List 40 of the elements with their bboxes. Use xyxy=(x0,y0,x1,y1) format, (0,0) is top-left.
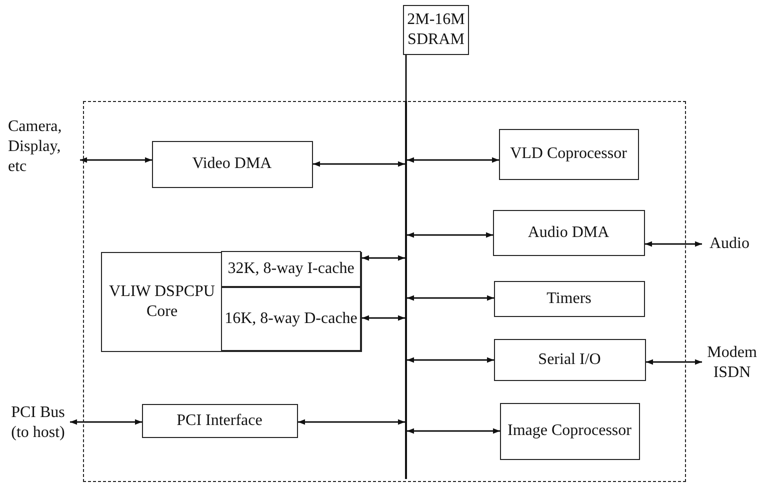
bus-arrow xyxy=(298,419,405,425)
io-label-text: Modem ISDN xyxy=(706,343,758,383)
block-box xyxy=(494,280,644,316)
block-label: Serial I/O xyxy=(538,350,601,370)
block-box xyxy=(152,140,312,188)
io-label-text: Camera, Display, etc xyxy=(8,117,63,177)
bus-arrow xyxy=(407,357,494,363)
block-box xyxy=(221,251,361,287)
block-label: VLD Coprocessor xyxy=(510,144,627,164)
block-label: Audio DMA xyxy=(528,222,610,242)
bus-arrow xyxy=(407,157,499,163)
block-box xyxy=(500,402,640,460)
bus-line xyxy=(404,100,406,478)
block-box xyxy=(100,252,362,352)
block-box xyxy=(494,338,646,380)
bus-arrow xyxy=(646,359,702,365)
block-label: PCI Interface xyxy=(176,410,262,430)
bus-arrow xyxy=(407,428,500,434)
bus-arrow xyxy=(407,232,493,238)
block-label: 32K, 8-way I-cache xyxy=(228,259,354,279)
block-box xyxy=(492,210,644,256)
chip-boundary xyxy=(83,101,686,482)
block-box xyxy=(221,287,361,351)
io-label-text: Audio xyxy=(710,234,750,254)
block-label: VLIW DSPCPU Core xyxy=(108,282,216,322)
block-box xyxy=(142,404,298,438)
block-label: 16K, 8-way D-cache xyxy=(224,309,358,329)
bus-arrow xyxy=(362,255,405,261)
block-label: Video DMA xyxy=(192,154,272,174)
bus-arrow xyxy=(407,295,494,301)
block-label: Image Coprocessor xyxy=(508,421,632,441)
block-label: Timers xyxy=(546,288,592,308)
bus-arrow xyxy=(70,419,142,425)
block-box xyxy=(498,128,638,180)
bus-arrow xyxy=(645,241,702,247)
block-label: 2M-16M SDRAM xyxy=(406,10,466,50)
bus-arrow xyxy=(362,315,405,321)
bus-arrow xyxy=(80,157,152,163)
bus-arrow xyxy=(313,161,405,167)
io-label-text: PCI Bus (to host) xyxy=(10,403,66,443)
